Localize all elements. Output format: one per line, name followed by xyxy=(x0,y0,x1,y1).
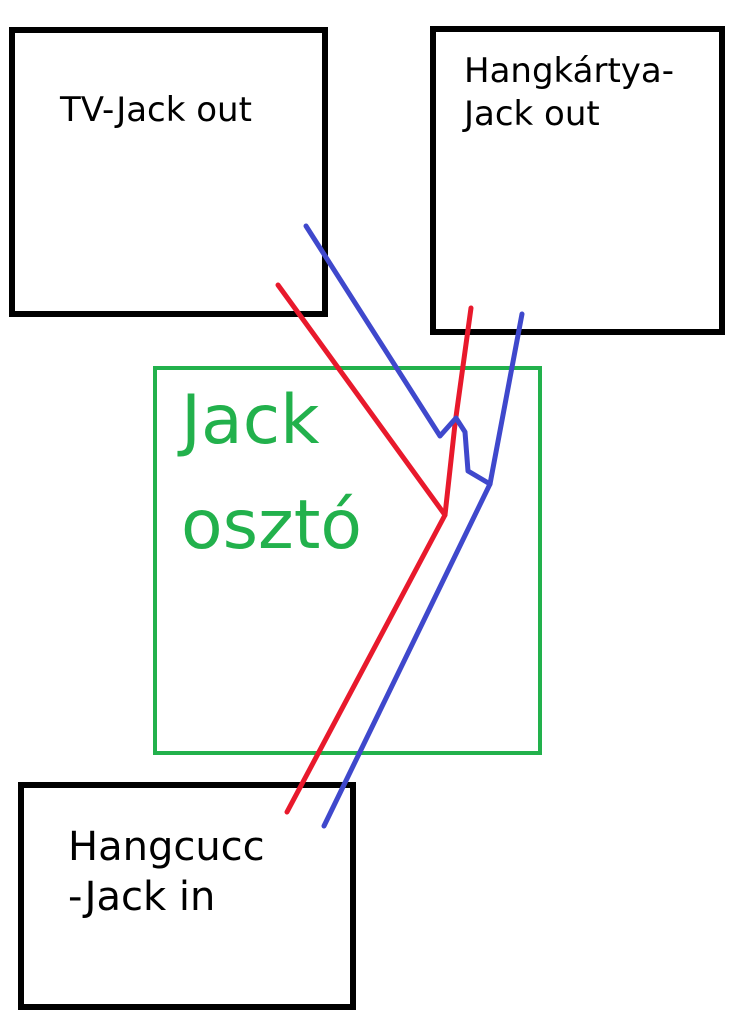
jack-splitter-label-line-2: osztó xyxy=(181,486,362,565)
sound-device-jack-in-label: Hangcucc -Jack in xyxy=(68,824,265,920)
jack-splitter-box: Jack osztó xyxy=(153,366,542,755)
jack-splitter-label-line-1: Jack xyxy=(181,381,320,460)
tv-jack-out-box: TV-Jack out xyxy=(9,27,328,317)
tv-jack-out-label: TV-Jack out xyxy=(60,90,252,130)
sound-card-jack-out-box: Hangkártya- Jack out xyxy=(430,26,725,335)
sound-card-jack-out-label: Hangkártya- Jack out xyxy=(464,51,674,134)
sound-device-jack-in-box: Hangcucc -Jack in xyxy=(18,782,356,1010)
